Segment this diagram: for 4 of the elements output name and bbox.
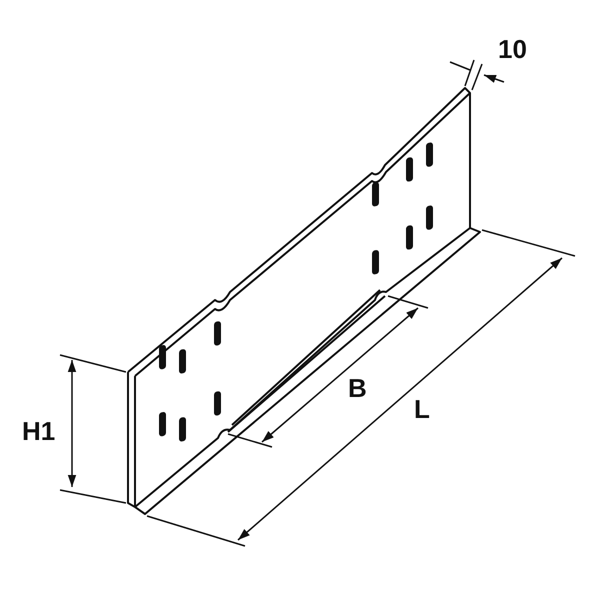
dimension-label: B — [348, 375, 367, 401]
dimension-label: L — [414, 396, 430, 422]
dimension-label: 10 — [498, 36, 527, 62]
dimension-label: H1 — [22, 418, 56, 444]
